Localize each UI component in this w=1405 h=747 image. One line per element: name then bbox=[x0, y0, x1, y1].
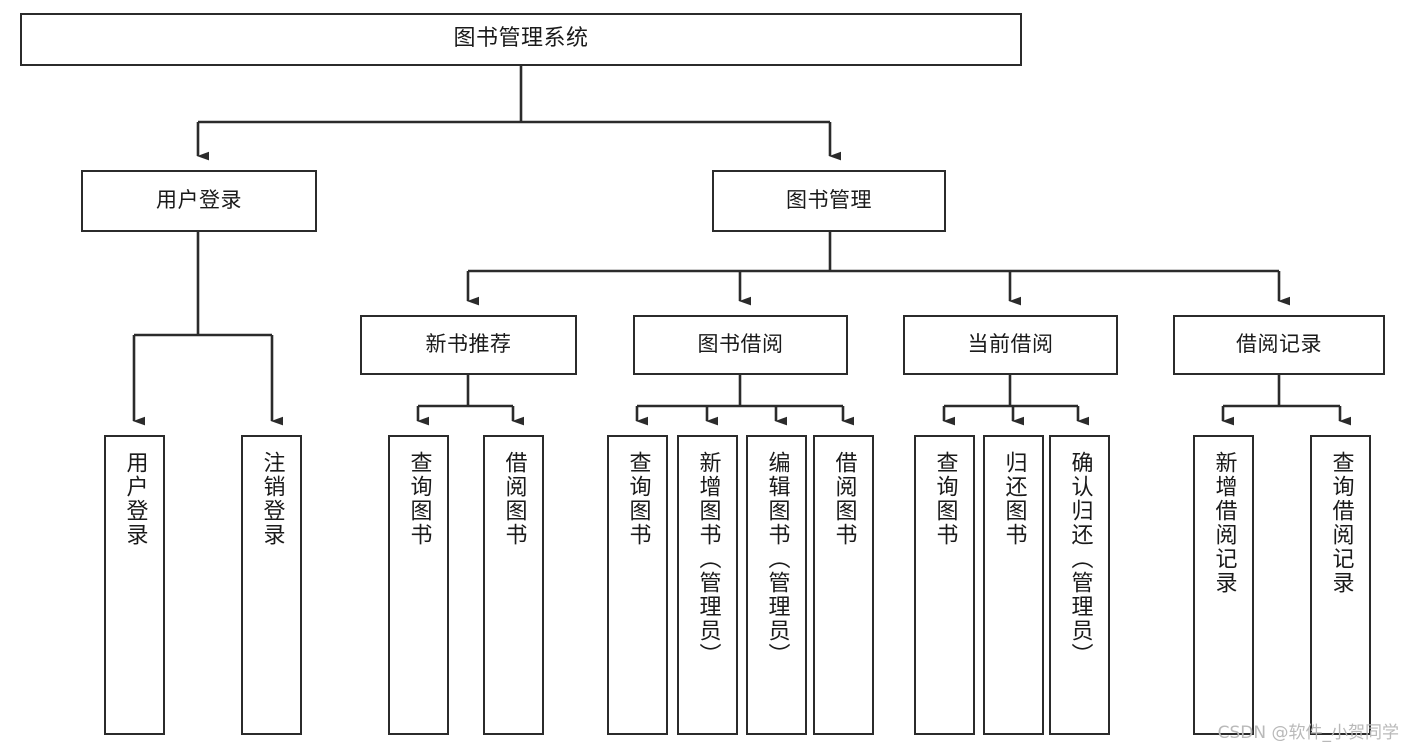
leaf-recommend-query-book-label: 查询图书 bbox=[406, 451, 432, 547]
leaf-borrow-borrow-book[interactable]: 借阅图书 bbox=[813, 435, 874, 735]
node-new-book-recommend-label: 新书推荐 bbox=[425, 332, 512, 357]
leaf-user-login-login[interactable]: 用户登录 bbox=[104, 435, 165, 735]
leaf-record-add-record[interactable]: 新增借阅记录 bbox=[1193, 435, 1254, 735]
node-user-login-label: 用户登录 bbox=[156, 188, 242, 213]
node-book-borrow[interactable]: 图书借阅 bbox=[633, 315, 848, 375]
node-borrow-record-label: 借阅记录 bbox=[1236, 332, 1322, 357]
leaf-recommend-borrow-book-label: 借阅图书 bbox=[501, 451, 527, 547]
leaf-borrow-add-book-label: 新增图书（管理员） bbox=[695, 451, 721, 667]
node-user-login[interactable]: 用户登录 bbox=[81, 170, 317, 232]
leaf-user-login-logout[interactable]: 注销登录 bbox=[241, 435, 302, 735]
leaf-borrow-add-book[interactable]: 新增图书（管理员） bbox=[677, 435, 738, 735]
leaf-recommend-borrow-book[interactable]: 借阅图书 bbox=[483, 435, 544, 735]
leaf-borrow-edit-book[interactable]: 编辑图书（管理员） bbox=[746, 435, 807, 735]
node-current-borrow[interactable]: 当前借阅 bbox=[903, 315, 1118, 375]
leaf-borrow-query-book-label: 查询图书 bbox=[625, 451, 651, 547]
node-book-borrow-label: 图书借阅 bbox=[697, 332, 784, 357]
node-root[interactable]: 图书管理系统 bbox=[20, 13, 1022, 66]
leaf-borrow-query-book[interactable]: 查询图书 bbox=[607, 435, 668, 735]
node-current-borrow-label: 当前借阅 bbox=[967, 332, 1054, 357]
node-book-management-label: 图书管理 bbox=[786, 188, 872, 213]
leaf-user-login-login-label: 用户登录 bbox=[122, 451, 148, 547]
leaf-user-login-logout-label: 注销登录 bbox=[259, 451, 285, 547]
leaf-current-return-book[interactable]: 归还图书 bbox=[983, 435, 1044, 735]
leaf-current-confirm-return[interactable]: 确认归还（管理员） bbox=[1049, 435, 1110, 735]
leaf-current-confirm-return-label: 确认归还（管理员） bbox=[1067, 451, 1093, 667]
leaf-borrow-borrow-book-label: 借阅图书 bbox=[831, 451, 857, 547]
node-book-management[interactable]: 图书管理 bbox=[712, 170, 946, 232]
leaf-current-return-book-label: 归还图书 bbox=[1001, 451, 1027, 547]
leaf-record-query-record[interactable]: 查询借阅记录 bbox=[1310, 435, 1371, 735]
leaf-current-query-book-label: 查询图书 bbox=[932, 451, 958, 547]
leaf-record-query-record-label: 查询借阅记录 bbox=[1328, 451, 1354, 595]
leaf-recommend-query-book[interactable]: 查询图书 bbox=[388, 435, 449, 735]
node-new-book-recommend[interactable]: 新书推荐 bbox=[360, 315, 577, 375]
leaf-current-query-book[interactable]: 查询图书 bbox=[914, 435, 975, 735]
leaf-record-add-record-label: 新增借阅记录 bbox=[1211, 451, 1237, 595]
leaf-borrow-edit-book-label: 编辑图书（管理员） bbox=[764, 451, 790, 667]
node-root-label: 图书管理系统 bbox=[453, 26, 589, 52]
node-borrow-record[interactable]: 借阅记录 bbox=[1173, 315, 1385, 375]
